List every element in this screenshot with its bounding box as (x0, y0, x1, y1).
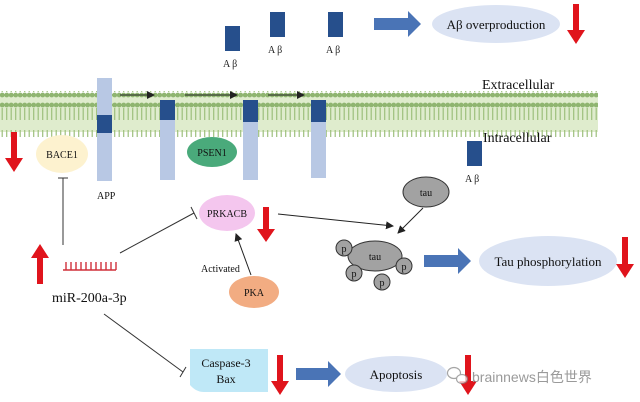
app-receptors (97, 78, 326, 181)
phosphate-4-label: p (402, 262, 407, 273)
phosphate-3-label: p (380, 278, 385, 289)
mirna-hairpin (63, 262, 117, 271)
prkacb-label: PRKACB (207, 209, 247, 220)
prkacb-to-tau-arrow (277, 213, 394, 230)
prkacb-node (199, 195, 255, 231)
tau-phosphorylation-ellipse (479, 236, 617, 286)
phosphate-1-label: p (342, 244, 347, 255)
apoptosis-label: Apoptosis (370, 367, 423, 382)
block-arrow-icon (374, 11, 421, 37)
receptor-1-core (97, 115, 112, 133)
intracellular-label: Intracellular (483, 131, 552, 146)
mirna-group: miR-200a-3p (31, 244, 127, 306)
pka-to-prkacb-arrow (234, 233, 252, 276)
abeta-block-3 (328, 12, 343, 37)
receptor-3-core (243, 100, 258, 122)
up-arrow-icon (31, 244, 49, 284)
bace1-node (36, 135, 88, 173)
down-arrow-icon (459, 355, 477, 395)
abeta-label-3: A β (326, 45, 340, 56)
phosphate-4 (395, 257, 413, 275)
abeta-label-intracellular: A β (465, 174, 479, 185)
down-arrow-icon (271, 355, 289, 395)
extracellular-label: Extracellular (482, 78, 555, 93)
inhibition-lines (58, 177, 198, 378)
down-arrow-icon (616, 237, 634, 278)
caspase3-label: Caspase-3 (201, 356, 250, 370)
block-arrow-icon (296, 361, 341, 387)
phosphate-2 (345, 264, 363, 282)
phospho-tau-node (347, 240, 403, 272)
apoptosis-ellipse (345, 356, 447, 392)
receptor-4-lower (311, 122, 326, 178)
down-arrow-icon (257, 207, 275, 242)
phosphate-3 (373, 273, 391, 291)
pka-node (229, 276, 279, 308)
activated-label: Activated (201, 264, 240, 275)
phospho-tau-label: tau (369, 252, 381, 263)
receptor-1-upper (97, 78, 112, 118)
phospho-tau-complex: tau p p p p (335, 239, 413, 291)
phosphate-2-label: p (352, 269, 357, 280)
mirna-label: miR-200a-3p (52, 291, 127, 306)
receptor-3-lower (243, 122, 258, 180)
phosphate-1 (335, 239, 353, 257)
receptor-4-core (311, 100, 326, 122)
receptor-2-lower (160, 120, 175, 180)
psen1-label: PSEN1 (197, 148, 226, 159)
psen1-node (187, 137, 237, 167)
tau-phosphorylation-label: Tau phosphorylation (494, 254, 602, 269)
abeta-block-1 (225, 26, 240, 51)
bace1-label: BACE1 (46, 150, 78, 161)
down-arrow-icon (567, 4, 585, 44)
wechat-icon (446, 366, 469, 385)
receptor-1-lower (97, 133, 112, 181)
block-arrow-icon (424, 248, 471, 274)
watermark-text: brainnews白色世界 (472, 369, 592, 385)
down-arrow-icon (5, 132, 23, 172)
tau-label: tau (420, 188, 432, 199)
abeta-label-1: A β (223, 59, 237, 70)
bace1-group: BACE1 (5, 132, 88, 173)
abeta-block-2 (270, 12, 285, 37)
caspase-bax-box (190, 349, 268, 392)
watermark: brainnews白色世界 (446, 366, 592, 385)
abeta-block-intracellular (467, 141, 482, 166)
abeta-overproduction-label: Aβ overproduction (447, 17, 546, 32)
tau-to-complex-arrow (397, 207, 424, 234)
tau-node (402, 176, 450, 208)
abeta-overproduction-ellipse (432, 5, 560, 43)
app-label: APP (97, 191, 116, 202)
bax-label: Bax (216, 372, 235, 386)
abeta-overproduction-group: Aβ overproduction (374, 4, 585, 44)
prkacb-group: PRKACB (199, 195, 275, 242)
abeta-peptides: A β A β A β A β (223, 12, 482, 185)
abeta-label-2: A β (268, 45, 282, 56)
caspase-bax-group: Caspase-3 Bax (190, 349, 289, 395)
receptor-2-core (160, 100, 175, 120)
pka-label: PKA (244, 288, 265, 299)
